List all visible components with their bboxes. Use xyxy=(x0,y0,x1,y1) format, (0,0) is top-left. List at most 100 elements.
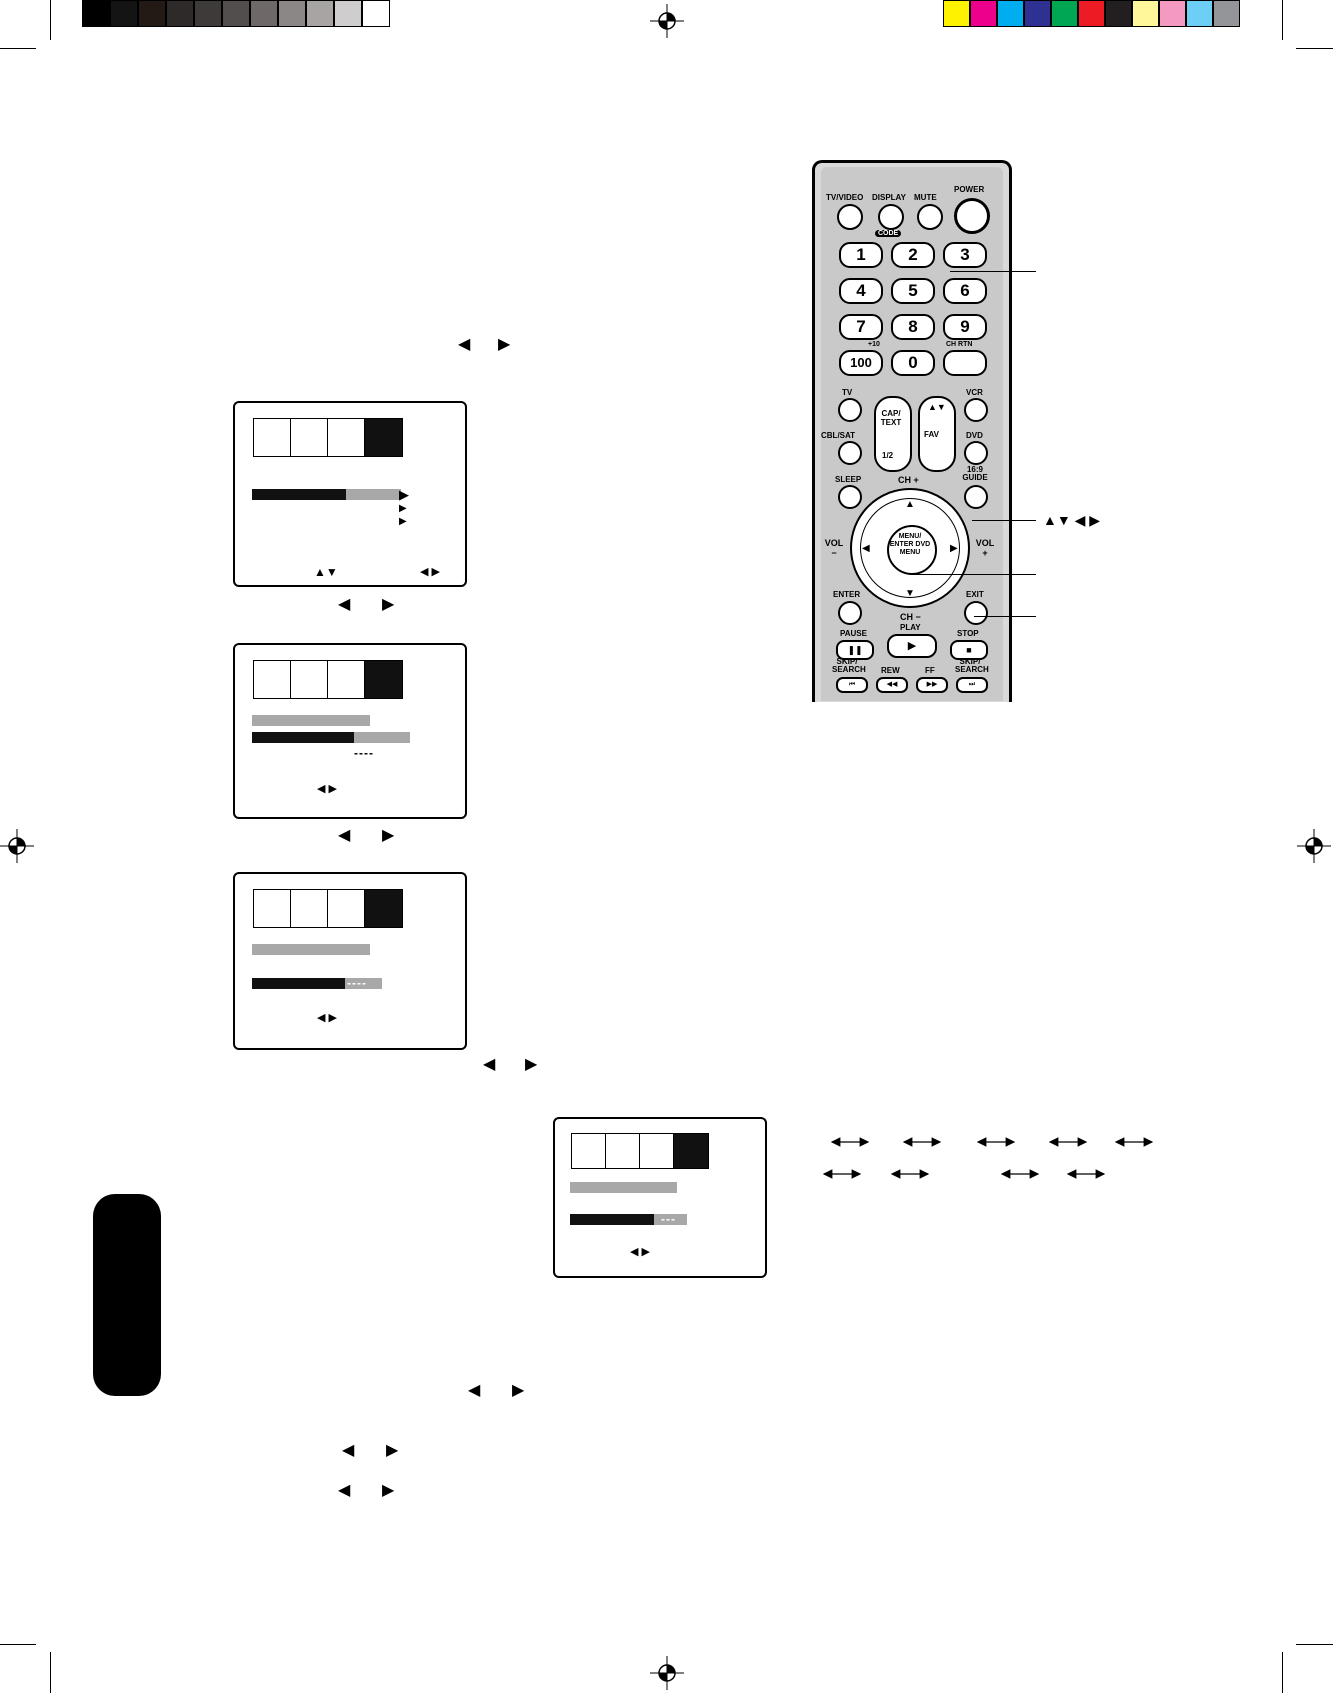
code-entry: ---- xyxy=(347,976,367,990)
color-swatch xyxy=(1078,0,1105,27)
menu-item-bar xyxy=(252,715,370,726)
guide-button[interactable] xyxy=(964,485,988,509)
power-button[interactable] xyxy=(954,198,990,234)
digit-button-2[interactable]: 2 xyxy=(891,242,935,268)
grey-swatch xyxy=(82,0,110,27)
digit-button-0[interactable]: 0 xyxy=(891,350,935,376)
label-fav: FAV xyxy=(924,430,939,439)
left-arrow-glyph: ◀ xyxy=(338,596,351,613)
play-button[interactable]: ▶ xyxy=(887,634,937,658)
stop-button[interactable]: ■ xyxy=(950,640,988,660)
arrow-keys-label: ▲▼ ◀ ▶ xyxy=(1043,512,1101,528)
skip-fwd-button[interactable]: ⏭ xyxy=(956,677,988,693)
fav-button[interactable] xyxy=(918,396,956,472)
submenu-arrow: ▶ xyxy=(399,487,409,502)
digit-button-6[interactable]: 6 xyxy=(943,278,987,304)
grey-swatch xyxy=(110,0,138,27)
picture-icon xyxy=(254,661,291,698)
vcr-mode-button[interactable] xyxy=(964,398,988,422)
cap-text-button[interactable] xyxy=(874,396,912,472)
people-icon xyxy=(674,1134,708,1168)
label-ff: FF xyxy=(925,666,935,675)
selected-menu-item xyxy=(252,489,346,500)
speaker-icon xyxy=(291,419,328,456)
tv-video-button[interactable] xyxy=(837,204,863,230)
tv-mode-button[interactable] xyxy=(838,398,862,422)
enter-button[interactable] xyxy=(838,601,862,625)
label-rew: REW xyxy=(881,666,900,675)
menu-item-bar xyxy=(252,944,370,955)
up-arrow-icon[interactable]: ▲ xyxy=(905,499,915,510)
left-arrow-icon[interactable]: ◀ xyxy=(862,543,870,554)
sequence-arrows xyxy=(822,1137,1154,1179)
digit-button-1[interactable]: 1 xyxy=(839,242,883,268)
color-swatch xyxy=(943,0,970,27)
tv-icon xyxy=(640,1134,674,1168)
digit-button-7[interactable]: 7 xyxy=(839,314,883,340)
submenu-arrow: ▶ xyxy=(399,516,407,527)
label-vcr: VCR xyxy=(966,388,983,397)
mute-button[interactable] xyxy=(917,204,943,230)
skip-back-button[interactable]: ⏮ xyxy=(836,677,868,693)
label-mute: MUTE xyxy=(914,193,937,202)
dvd-mode-button[interactable] xyxy=(964,441,988,465)
digit-button-5[interactable]: 5 xyxy=(891,278,935,304)
label-exit: EXIT xyxy=(966,590,984,599)
label-vol-plus: VOL + xyxy=(975,538,995,558)
registration-mark-bottom xyxy=(650,1656,684,1690)
menu-item-bar xyxy=(345,978,382,989)
left-right-hint: ◀ ▶ xyxy=(317,783,337,795)
picture-icon xyxy=(254,419,291,456)
ch-rtn-button[interactable] xyxy=(943,350,987,376)
up-down-hint: ▲▼ xyxy=(314,565,338,579)
down-arrow-icon[interactable]: ▼ xyxy=(905,588,915,599)
display-button[interactable] xyxy=(878,204,904,230)
grey-swatch xyxy=(138,0,166,27)
speaker-icon xyxy=(291,890,328,927)
right-arrow-glyph: ▶ xyxy=(382,827,395,844)
hundred-button[interactable]: 100 xyxy=(839,350,883,376)
fav-up-arrow: ▲▼ xyxy=(928,402,946,412)
sleep-button[interactable] xyxy=(838,485,862,509)
grey-swatch xyxy=(278,0,306,27)
right-arrow-icon[interactable]: ▶ xyxy=(950,543,958,554)
label-stop: STOP xyxy=(957,629,979,638)
osd-tab-row xyxy=(253,660,403,699)
left-right-hint: ◀ ▶ xyxy=(317,1012,337,1024)
grey-swatch xyxy=(166,0,194,27)
tv-icon xyxy=(328,419,365,456)
selected-menu-item xyxy=(252,978,345,989)
right-arrow-glyph: ▶ xyxy=(382,1482,395,1499)
label-ch-rtn: CH RTN xyxy=(946,341,973,348)
osd-menu-screen: ---- ◀ ▶ xyxy=(233,872,467,1050)
callout-line-exit xyxy=(974,616,1036,617)
tv-icon xyxy=(328,661,365,698)
cbl-sat-button[interactable] xyxy=(838,441,862,465)
code-entry: --- xyxy=(661,1212,676,1226)
label-plus10: +10 xyxy=(868,341,880,348)
label-enter: ENTER xyxy=(833,590,861,599)
callout-line-keypad xyxy=(950,271,1036,272)
pause-button[interactable]: ❚❚ xyxy=(836,640,874,660)
code-label: CODE xyxy=(875,230,902,237)
label-ch-minus: CH − xyxy=(900,612,921,622)
right-arrow-glyph: ▶ xyxy=(386,1442,399,1459)
label-vol-minus: VOL − xyxy=(824,538,844,558)
osd-menu-screen: ▶ ▶ ▶ ▲▼ ◀ ▶ xyxy=(233,401,467,587)
left-arrow-glyph: ◀ xyxy=(342,1442,355,1459)
direction-pad-ring xyxy=(860,498,960,598)
ff-button[interactable]: ▶▶ xyxy=(916,677,948,693)
digit-button-9[interactable]: 9 xyxy=(943,314,987,340)
digit-button-4[interactable]: 4 xyxy=(839,278,883,304)
digit-button-8[interactable]: 8 xyxy=(891,314,935,340)
grey-swatch xyxy=(306,0,334,27)
rew-button[interactable]: ◀◀ xyxy=(876,677,908,693)
left-arrow-glyph: ◀ xyxy=(338,827,351,844)
digit-button-3[interactable]: 3 xyxy=(943,242,987,268)
color-swatch xyxy=(997,0,1024,27)
menu-item-bar xyxy=(354,732,410,743)
exit-button[interactable] xyxy=(964,601,988,625)
people-icon xyxy=(365,890,402,927)
tv-icon xyxy=(328,890,365,927)
right-arrow-glyph: ▶ xyxy=(382,596,395,613)
